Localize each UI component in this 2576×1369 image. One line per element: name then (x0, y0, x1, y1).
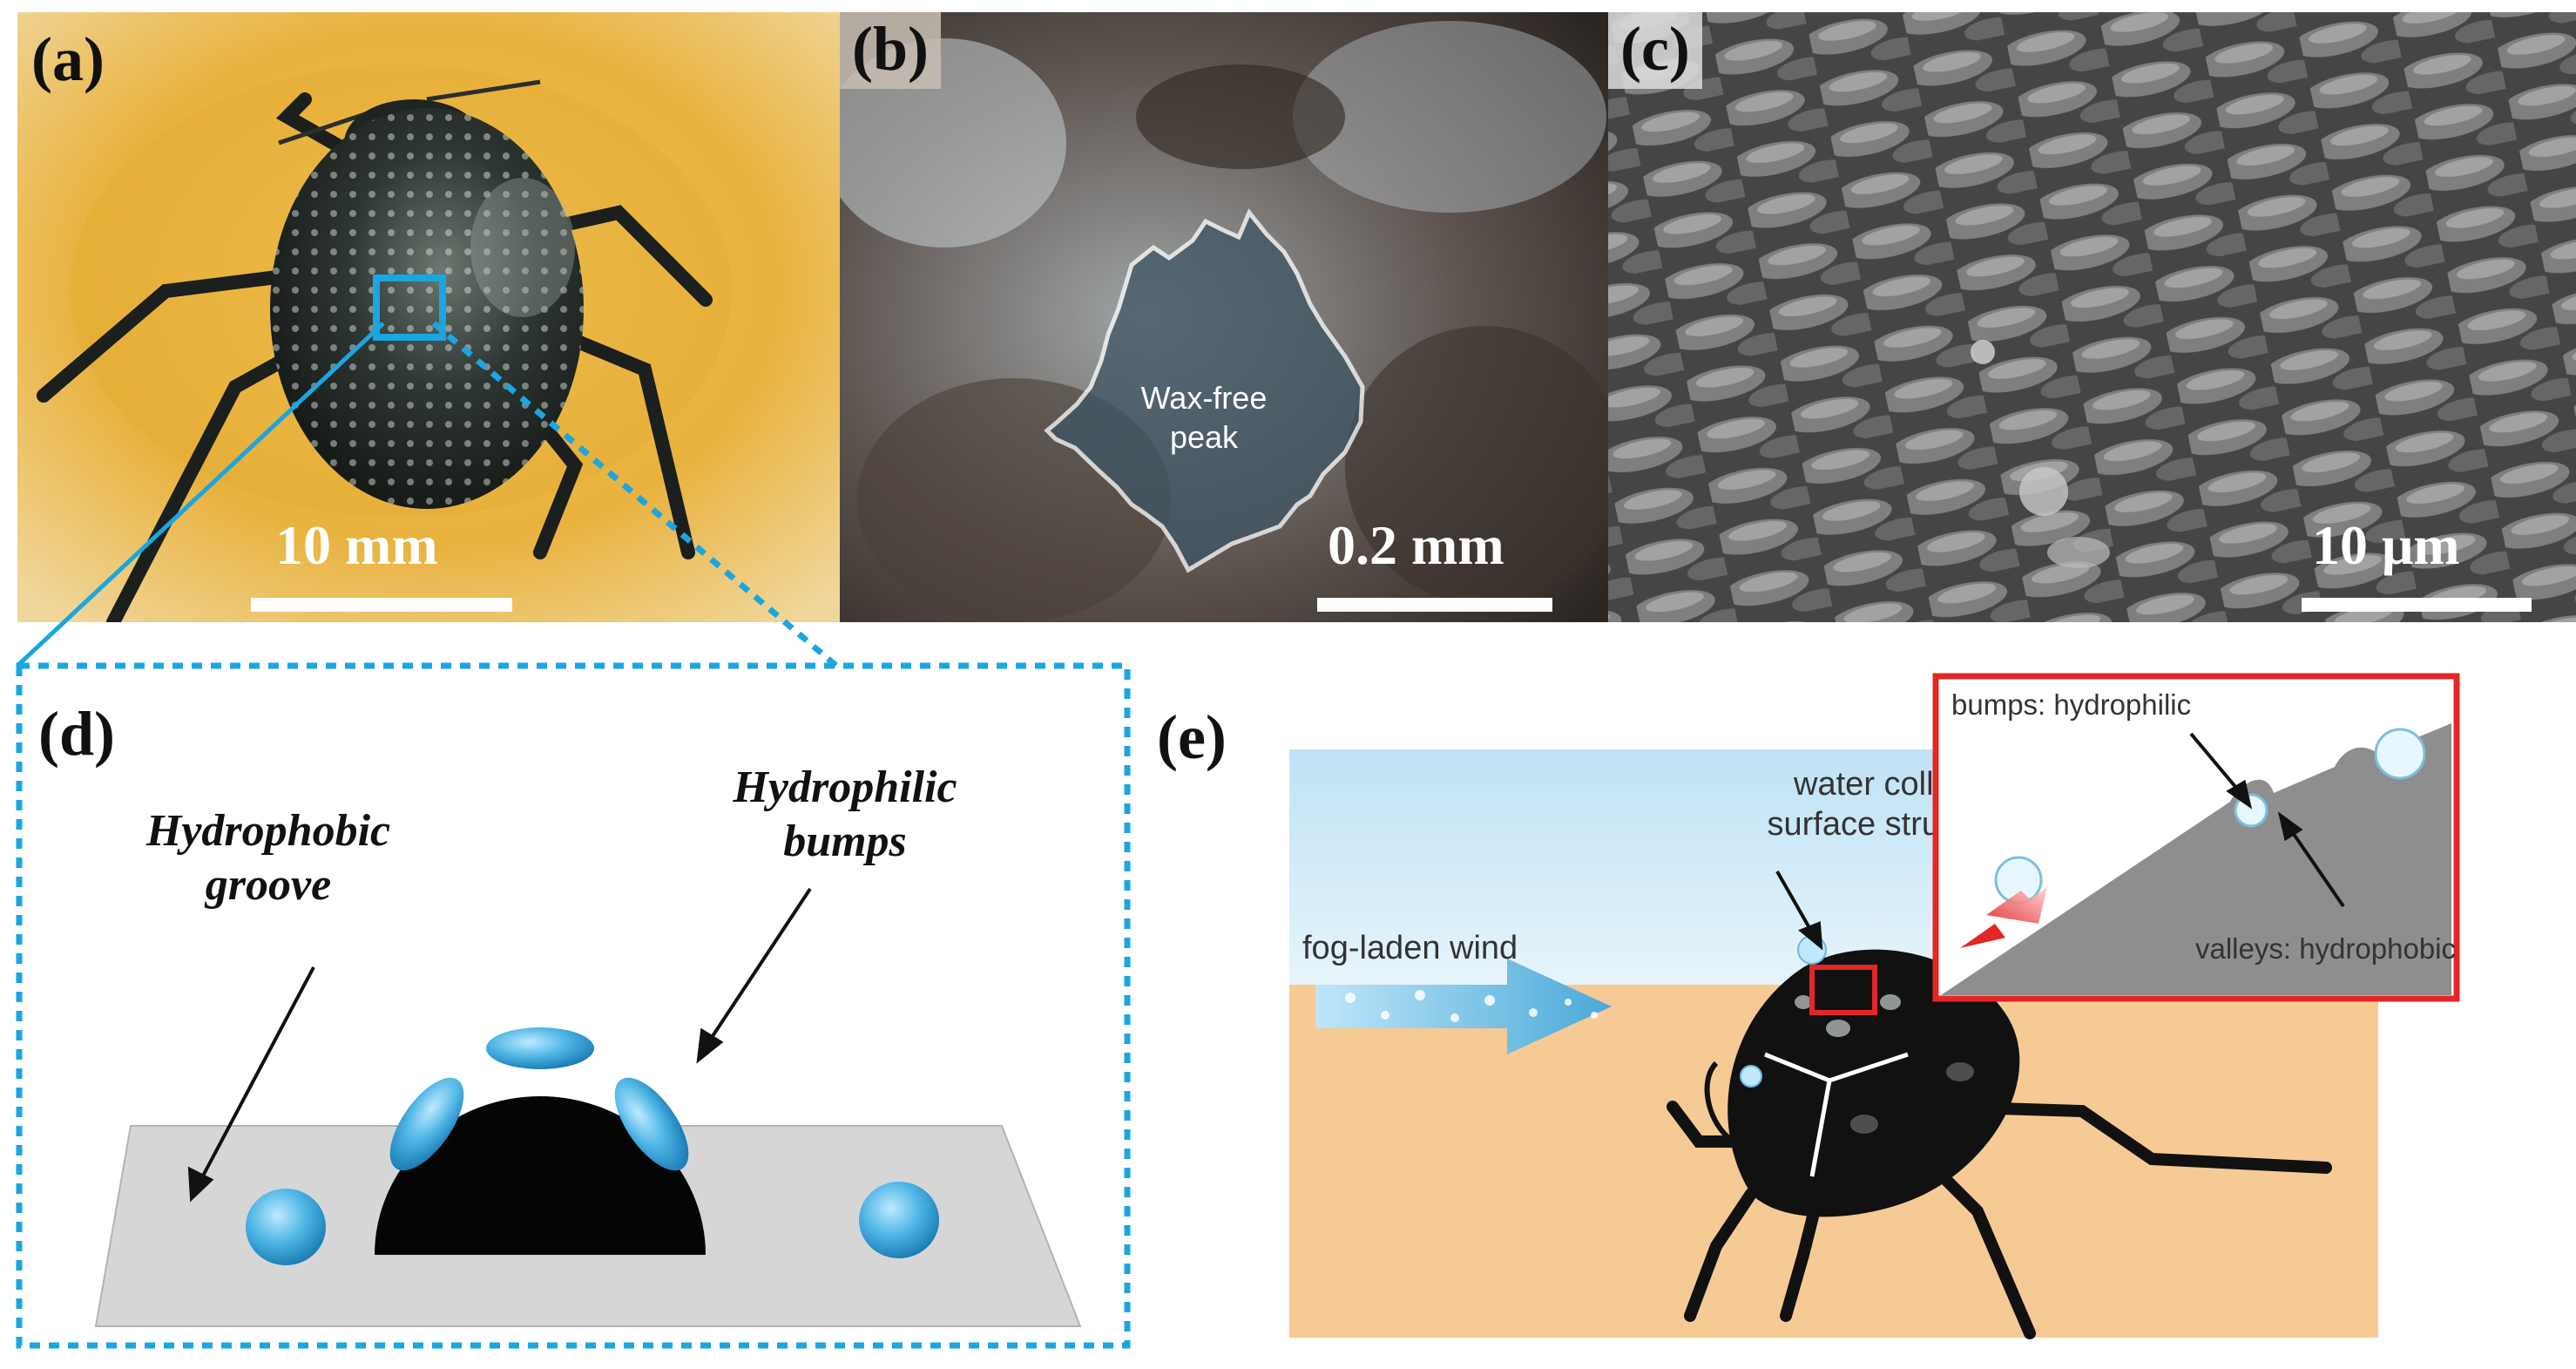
panel-d-label: (d) (38, 699, 115, 769)
droplet-top (486, 1027, 594, 1069)
magnified-region-box (373, 274, 446, 341)
droplet-groove-left (246, 1189, 326, 1265)
panel-b-scale-text: 0.2 mm (1328, 514, 1504, 576)
panel-b-micrograph: Wax-free peak (b) 0.2 mm (840, 12, 1608, 622)
inset-valleys-label: valleys: hydrophobic (2195, 932, 2456, 965)
panel-c-scale-bar (2302, 598, 2532, 612)
panel-c-sem-image: (c) 10 μm (1608, 12, 2576, 622)
wax-free-peak-outline (1044, 208, 1365, 573)
panel-a-label: (a) (31, 24, 105, 94)
hydrophobic-groove-label-line1: Hydrophobic (145, 806, 390, 856)
panel-e-illustration: fog-laden wind water collecting surface … (1141, 671, 2576, 1368)
panel-a-scale-bar (251, 598, 512, 612)
wind-arrow (1315, 959, 1612, 1054)
beetle-photo-illustration (17, 12, 840, 622)
beetle-highlight-box (1809, 965, 1877, 1015)
inset-bumps-label: bumps: hydrophilic (1951, 688, 2191, 721)
hydrophilic-bumps-label-line1: Hydrophilic (732, 762, 957, 812)
hydrophobic-groove-label-line2: groove (205, 860, 331, 910)
hydrophilic-bumps-label-line2: bumps (783, 817, 907, 866)
fog-beetle-illustration: fog-laden wind water collecting surface … (1289, 673, 2460, 1339)
wax-free-label-line1: Wax-free (1141, 380, 1268, 416)
panel-e-label: (e) (1157, 702, 1227, 772)
wax-free-peak-micrograph: Wax-free peak (840, 12, 1608, 622)
panel-b-label: (b) (840, 12, 941, 89)
hydrophobic-hydrophilic-diagram: Hydrophobic groove Hydrophilic bumps (94, 762, 1082, 1327)
panel-a-beetle-photo: (a) 10 mm (17, 12, 840, 622)
wax-free-label-line2: peak (1170, 419, 1239, 455)
panel-a-scale-text: 10 mm (275, 514, 438, 576)
panel-d-dotted-frame (16, 662, 1131, 1349)
droplet-right (614, 1077, 689, 1171)
sem-surface-texture (1608, 12, 2576, 622)
inset-surface-profile (1941, 723, 2451, 995)
hydrophilic-bump (375, 1096, 706, 1255)
droplet-left (389, 1077, 464, 1171)
droplet-groove-right (859, 1182, 939, 1258)
beetle-body (1727, 949, 2020, 1217)
panel-b-scale-bar (1317, 598, 1552, 612)
beetle-segment-lines (1764, 1052, 1909, 1177)
fog-wind-label: fog-laden wind (1302, 930, 1518, 966)
panel-c-label: (c) (1608, 12, 1702, 89)
panel-d-schematic: Hydrophobic groove Hydrophilic bumps (d) (26, 671, 1122, 1342)
panel-c-scale-text: 10 μm (2312, 514, 2460, 576)
